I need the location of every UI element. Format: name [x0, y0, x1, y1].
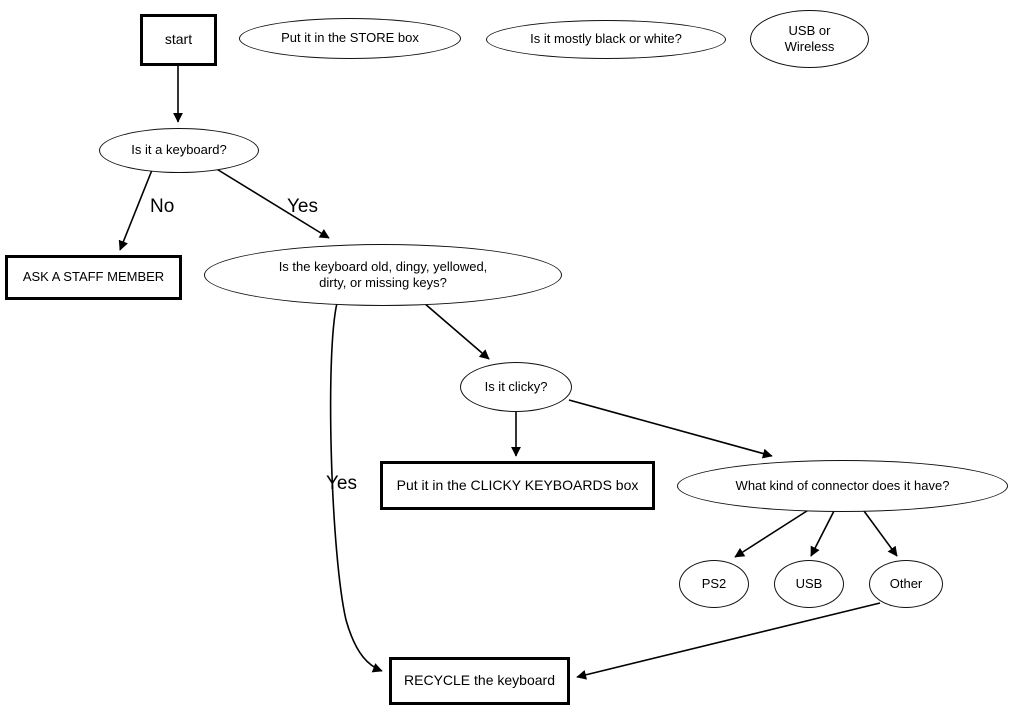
node-ask-staff-label: ASK A STAFF MEMBER [22, 269, 165, 285]
node-connector-kind[interactable]: What kind of connector does it have? [677, 460, 1008, 512]
edge-is-keyboard-to-condition [214, 167, 330, 239]
node-connector-kind-label: What kind of connector does it have? [735, 477, 950, 493]
edge-label-no: No [150, 196, 175, 217]
node-black-or-white-label: Is it mostly black or white? [530, 31, 682, 47]
edge-condition-to-recycle [329, 302, 383, 673]
node-usb-or-wireless[interactable]: USB or Wireless [750, 10, 869, 68]
node-usb[interactable]: USB [774, 560, 844, 608]
edge-connector-to-usb [810, 510, 835, 557]
edge-label-yes-condition: Yes [326, 473, 357, 494]
edge-is-keyboard-to-ask-staff [118, 169, 153, 251]
node-recycle[interactable]: RECYCLE the keyboard [389, 657, 570, 705]
node-store-box-label: Put it in the STORE box [281, 30, 419, 46]
node-ps2-label: PS2 [701, 575, 727, 591]
node-black-or-white[interactable]: Is it mostly black or white? [486, 20, 726, 59]
node-is-clicky-label: Is it clicky? [484, 378, 548, 394]
node-is-keyboard[interactable]: Is it a keyboard? [99, 128, 259, 173]
edge-condition-to-is-clicky [423, 302, 490, 360]
node-store-box[interactable]: Put it in the STORE box [239, 18, 461, 59]
node-clicky-box[interactable]: Put it in the CLICKY KEYBOARDS box [380, 461, 655, 510]
node-ps2[interactable]: PS2 [679, 560, 749, 608]
node-usb-label: USB [795, 575, 823, 591]
node-ask-staff[interactable]: ASK A STAFF MEMBER [5, 255, 182, 300]
edge-connector-to-other [863, 510, 898, 557]
edge-label-yes-keyboard: Yes [287, 196, 318, 217]
node-other-label: Other [889, 575, 923, 591]
node-keyboard-condition-label: Is the keyboard old, dingy, yellowed, di… [278, 258, 488, 290]
edge-other-to-recycle [576, 602, 881, 680]
node-start[interactable]: start [140, 14, 217, 66]
node-is-clicky[interactable]: Is it clicky? [460, 362, 572, 412]
edge-is-clicky-to-connector [568, 399, 773, 459]
node-other[interactable]: Other [869, 560, 943, 608]
node-clicky-box-label: Put it in the CLICKY KEYBOARDS box [396, 476, 639, 493]
node-usb-or-wireless-label: USB or Wireless [784, 22, 835, 54]
node-start-label: start [164, 31, 193, 48]
node-is-keyboard-label: Is it a keyboard? [131, 142, 227, 158]
edge-connector-to-ps2 [734, 508, 811, 558]
node-keyboard-condition[interactable]: Is the keyboard old, dingy, yellowed, di… [204, 244, 562, 306]
node-recycle-label: RECYCLE the keyboard [404, 672, 555, 689]
